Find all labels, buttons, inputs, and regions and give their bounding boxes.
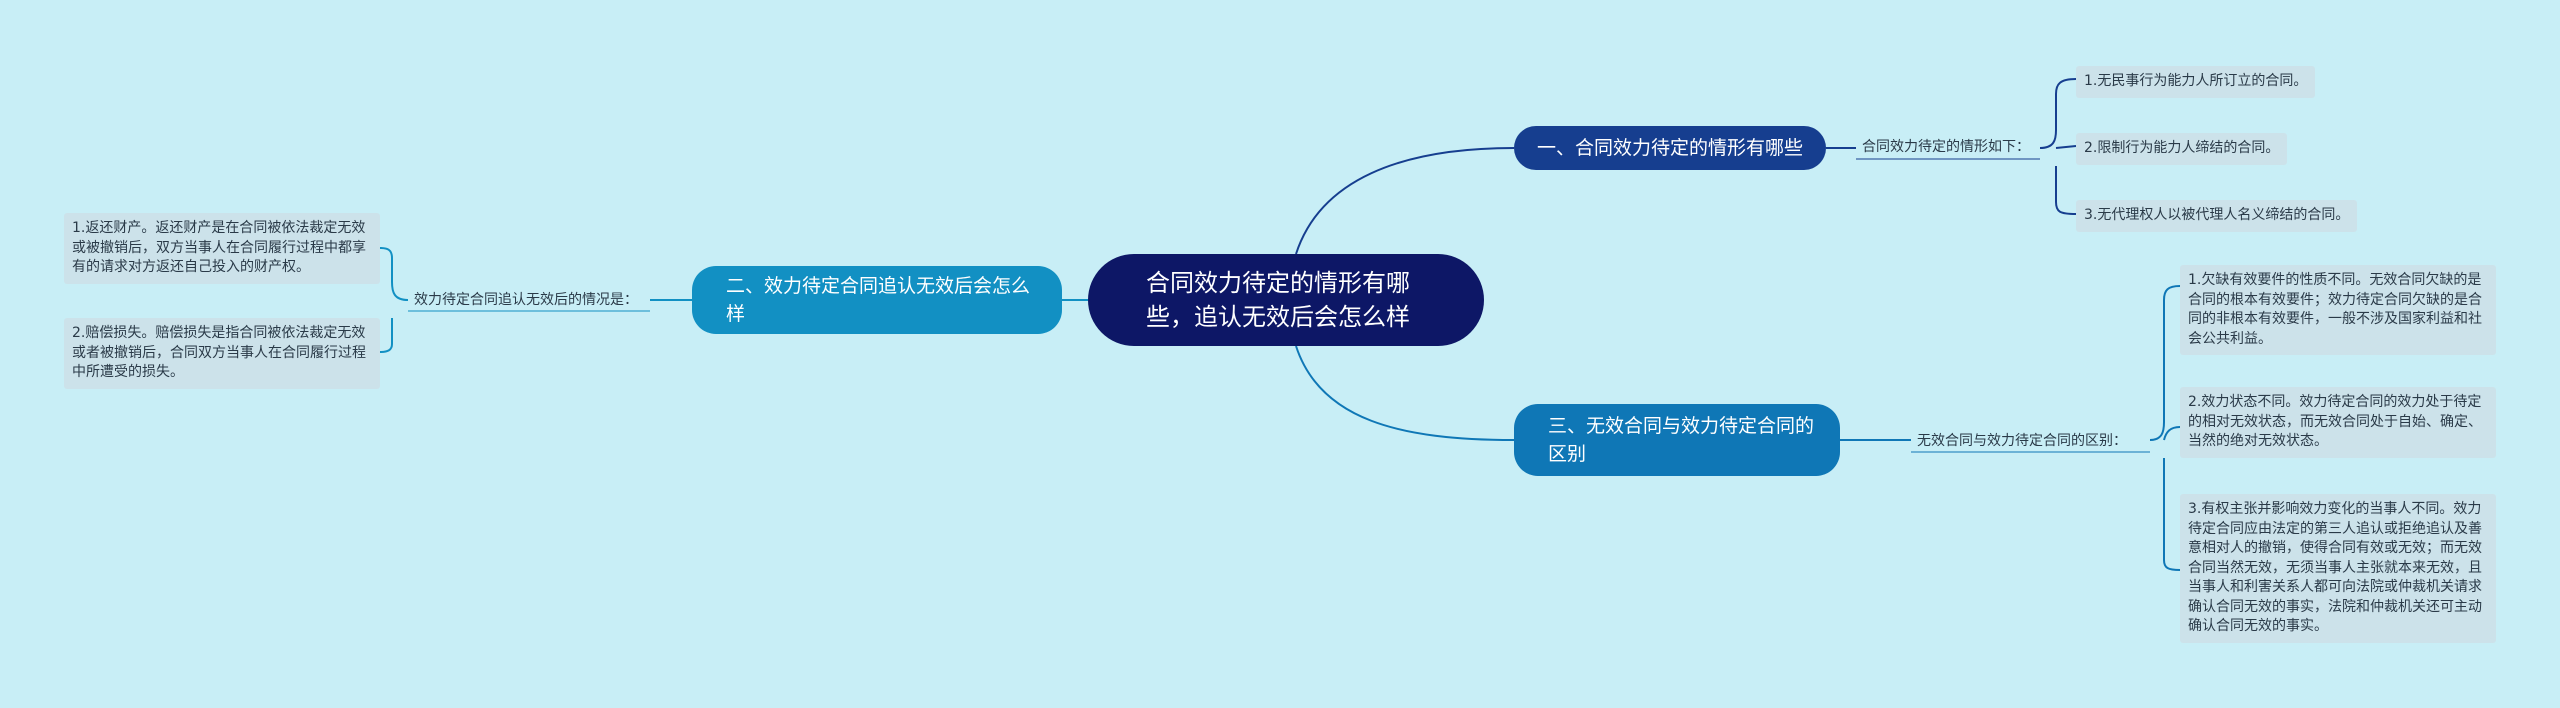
root-topic[interactable]: 合同效力待定的情形有哪些，追认无效后会怎么样	[1088, 254, 1484, 346]
leaf-text: 1.欠缺有效要件的性质不同。无效合同欠缺的是合同的根本有效要件；效力待定合同欠缺…	[2188, 272, 2482, 347]
branch-situations-label: 一、合同效力待定的情形有哪些	[1536, 137, 1803, 159]
subtopic-after-refusal-label: 效力待定合同追认无效后的情况是：	[414, 292, 638, 308]
leaf-text: 1.返还财产。返还财产是在合同被依法裁定无效或被撤销后，双方当事人在合同履行过程…	[72, 220, 366, 275]
leaf-situation-1[interactable]: 1.无民事行为能力人所订立的合同。	[2076, 66, 2316, 98]
subtopic-situations-label: 合同效力待定的情形如下：	[1862, 139, 2030, 155]
connector-root-differences	[1295, 345, 1515, 441]
leaf-after-refusal-1[interactable]: 1.返还财产。返还财产是在合同被依法裁定无效或被撤销后，双方当事人在合同履行过程…	[64, 213, 380, 284]
bracket-situations	[2039, 78, 2077, 215]
leaf-difference-3[interactable]: 3.有权主张并影响效力变化的当事人不同。效力待定合同应由法定的第三人追认或拒绝追…	[2180, 494, 2496, 643]
root-topic-label: 合同效力待定的情形有哪些，追认无效后会怎么样	[1146, 269, 1410, 331]
connector-root-situations	[1295, 147, 1515, 255]
leaf-text: 2.赔偿损失。赔偿损失是指合同被依法裁定无效或者被撤销后，合同双方当事人在合同履…	[72, 325, 366, 380]
bracket-differences	[2149, 285, 2181, 571]
leaf-text: 3.有权主张并影响效力变化的当事人不同。效力待定合同应由法定的第三人追认或拒绝追…	[2188, 501, 2482, 634]
leaf-situation-3[interactable]: 3.无代理权人以被代理人名义缔结的合同。	[2076, 200, 2358, 232]
subtopic-situations[interactable]: 合同效力待定的情形如下：	[1856, 137, 2036, 157]
branch-situations[interactable]: 一、合同效力待定的情形有哪些	[1514, 126, 1826, 170]
leaf-after-refusal-2[interactable]: 2.赔偿损失。赔偿损失是指合同被依法裁定无效或者被撤销后，合同双方当事人在合同履…	[64, 318, 380, 389]
leaf-text: 2.限制行为能力人缔结的合同。	[2084, 140, 2280, 156]
subtopic-differences[interactable]: 无效合同与效力待定合同的区别：	[1911, 431, 2133, 451]
subtopic-after-refusal[interactable]: 效力待定合同追认无效后的情况是：	[408, 290, 644, 310]
branch-after-refusal-label: 二、效力待定合同追认无效后会怎么样	[726, 275, 1031, 325]
leaf-text: 1.无民事行为能力人所订立的合同。	[2084, 73, 2308, 89]
bracket-after-refusal	[379, 247, 409, 353]
leaf-difference-2[interactable]: 2.效力状态不同。效力待定合同的效力处于待定的相对无效状态，而无效合同处于自始、…	[2180, 387, 2496, 458]
branch-differences-label: 三、无效合同与效力待定合同的区别	[1548, 415, 1815, 465]
leaf-difference-1[interactable]: 1.欠缺有效要件的性质不同。无效合同欠缺的是合同的根本有效要件；效力待定合同欠缺…	[2180, 265, 2496, 355]
branch-after-refusal[interactable]: 二、效力待定合同追认无效后会怎么样	[692, 266, 1062, 334]
subtopic-differences-label: 无效合同与效力待定合同的区别：	[1917, 433, 2127, 449]
leaf-text: 3.无代理权人以被代理人名义缔结的合同。	[2084, 207, 2350, 223]
leaf-situation-2[interactable]: 2.限制行为能力人缔结的合同。	[2076, 133, 2288, 165]
leaf-text: 2.效力状态不同。效力待定合同的效力处于待定的相对无效状态，而无效合同处于自始、…	[2188, 394, 2482, 449]
branch-differences[interactable]: 三、无效合同与效力待定合同的区别	[1514, 404, 1840, 476]
